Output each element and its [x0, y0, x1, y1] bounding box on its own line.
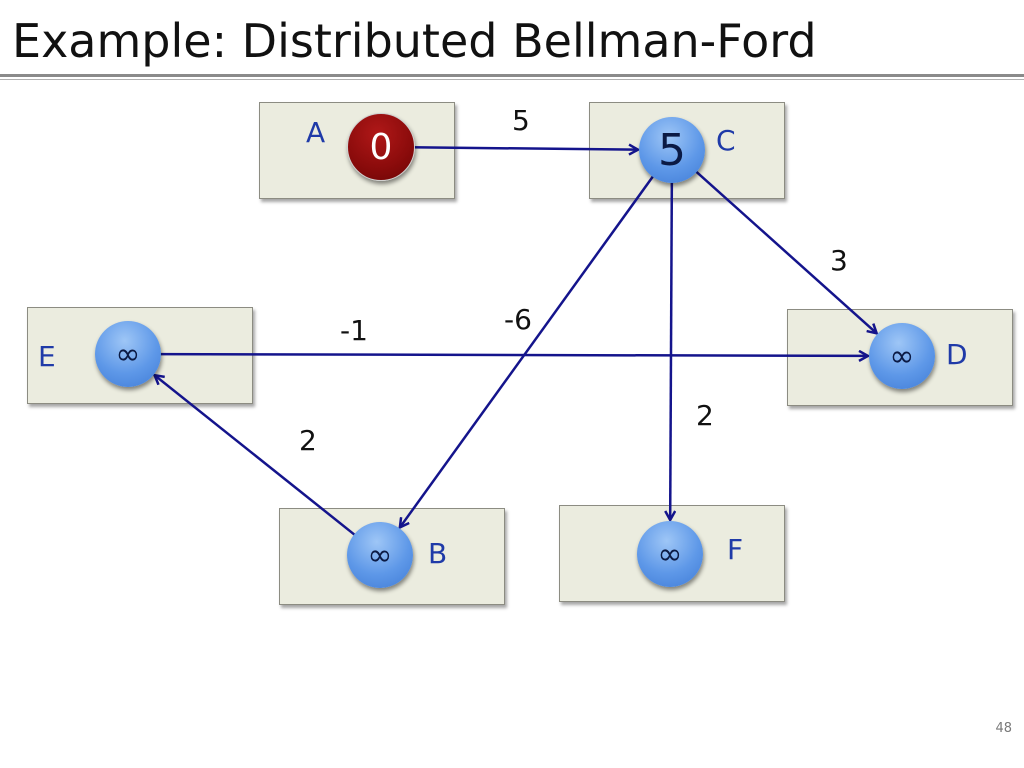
edge-c-d — [692, 168, 877, 333]
node-label-e: E — [38, 340, 56, 373]
edge-weight-c-b: -6 — [504, 303, 532, 336]
node-label-c: C — [716, 124, 736, 157]
node-circle-c: 5 — [639, 117, 705, 183]
edge-weight-a-c: 5 — [512, 104, 530, 137]
node-circle-f: ∞ — [637, 521, 703, 587]
edge-weight-c-f: 2 — [696, 399, 714, 432]
node-label-d: D — [946, 338, 968, 371]
node-label-f: F — [727, 533, 744, 566]
edge-c-b — [400, 172, 657, 528]
node-distance-a: 0 — [369, 126, 393, 168]
node-circle-b: ∞ — [347, 522, 413, 588]
node-distance-b: ∞ — [367, 537, 393, 573]
node-label-a: A — [306, 116, 326, 149]
edge-a-c — [409, 147, 638, 149]
node-distance-d: ∞ — [889, 338, 915, 374]
node-label-b: B — [428, 537, 448, 570]
page-number: 48 — [995, 721, 1012, 736]
edge-c-f — [670, 178, 672, 520]
node-circle-d: ∞ — [869, 323, 935, 389]
node-distance-e: ∞ — [115, 336, 141, 372]
edge-weight-b-e: 2 — [299, 424, 317, 457]
slide-title: Example: Distributed Bellman-Ford — [12, 14, 817, 68]
node-distance-c: 5 — [658, 124, 686, 176]
node-box-b — [279, 508, 505, 605]
edge-weight-c-d: 3 — [830, 244, 848, 277]
node-distance-f: ∞ — [657, 536, 683, 572]
title-divider — [0, 74, 1024, 77]
node-circle-e: ∞ — [95, 321, 161, 387]
edge-e-d — [156, 354, 868, 356]
edge-b-e — [155, 375, 359, 538]
edge-weight-e-d: -1 — [340, 314, 368, 347]
title-divider-thin — [0, 79, 1024, 80]
node-circle-a: 0 — [347, 113, 415, 181]
